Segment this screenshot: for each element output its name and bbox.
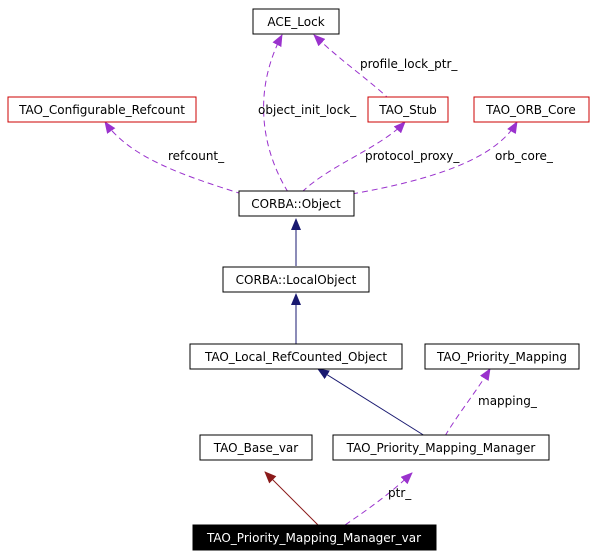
node-tao-priority-mapping-manager-var[interactable]: TAO_Priority_Mapping_Manager_var [192, 524, 437, 551]
node-corba-localobject[interactable]: CORBA::LocalObject [222, 266, 370, 293]
edge-manager-to-refcounted [317, 368, 426, 437]
node-corba-localobject-label: CORBA::LocalObject [236, 273, 357, 287]
node-tao-base-var[interactable]: TAO_Base_var [199, 434, 313, 461]
node-tao-local-refcounted-object-label: TAO_Local_RefCounted_Object [204, 350, 387, 364]
label-profile-lock-ptr: profile_lock_ptr_ [360, 57, 458, 71]
node-tao-base-var-label: TAO_Base_var [213, 441, 299, 455]
node-tao-priority-mapping-manager-var-label: TAO_Priority_Mapping_Manager_var [206, 531, 421, 545]
edge-var-to-base-var [264, 471, 319, 526]
node-tao-priority-mapping-label: TAO_Priority_Mapping [436, 350, 567, 364]
label-object-init-lock: object_init_lock_ [258, 103, 357, 117]
label-ptr: ptr_ [388, 486, 412, 500]
node-ace-lock[interactable]: ACE_Lock [252, 8, 340, 35]
node-tao-stub-label: TAO_Stub [378, 103, 436, 117]
node-tao-priority-mapping-manager-label: TAO_Priority_Mapping_Manager [346, 441, 536, 455]
edge-object-to-refcount [104, 121, 243, 195]
node-tao-priority-mapping-manager[interactable]: TAO_Priority_Mapping_Manager [332, 434, 550, 461]
edge-manager-to-mapping [444, 368, 491, 437]
label-refcount: refcount_ [168, 149, 225, 163]
node-tao-priority-mapping[interactable]: TAO_Priority_Mapping [424, 343, 580, 370]
node-corba-object[interactable]: CORBA::Object [238, 190, 355, 217]
node-tao-configurable-refcount-label: TAO_Configurable_Refcount [18, 103, 185, 117]
edge-var-to-manager [344, 472, 413, 526]
edge-object-to-stub [301, 121, 406, 193]
node-tao-orb-core-label: TAO_ORB_Core [485, 103, 576, 117]
label-protocol-proxy: protocol_proxy_ [365, 149, 460, 163]
edge-object-to-ace-lock [263, 34, 289, 193]
node-tao-orb-core[interactable]: TAO_ORB_Core [473, 96, 590, 123]
node-tao-stub[interactable]: TAO_Stub [367, 96, 449, 123]
node-tao-configurable-refcount[interactable]: TAO_Configurable_Refcount [7, 96, 197, 123]
edge-stub-to-ace-lock [313, 34, 391, 101]
label-orb-core: orb_core_ [495, 149, 554, 163]
node-corba-object-label: CORBA::Object [251, 197, 341, 211]
node-ace-lock-label: ACE_Lock [267, 15, 324, 29]
label-mapping: mapping_ [478, 394, 538, 408]
node-tao-local-refcounted-object[interactable]: TAO_Local_RefCounted_Object [189, 343, 403, 370]
